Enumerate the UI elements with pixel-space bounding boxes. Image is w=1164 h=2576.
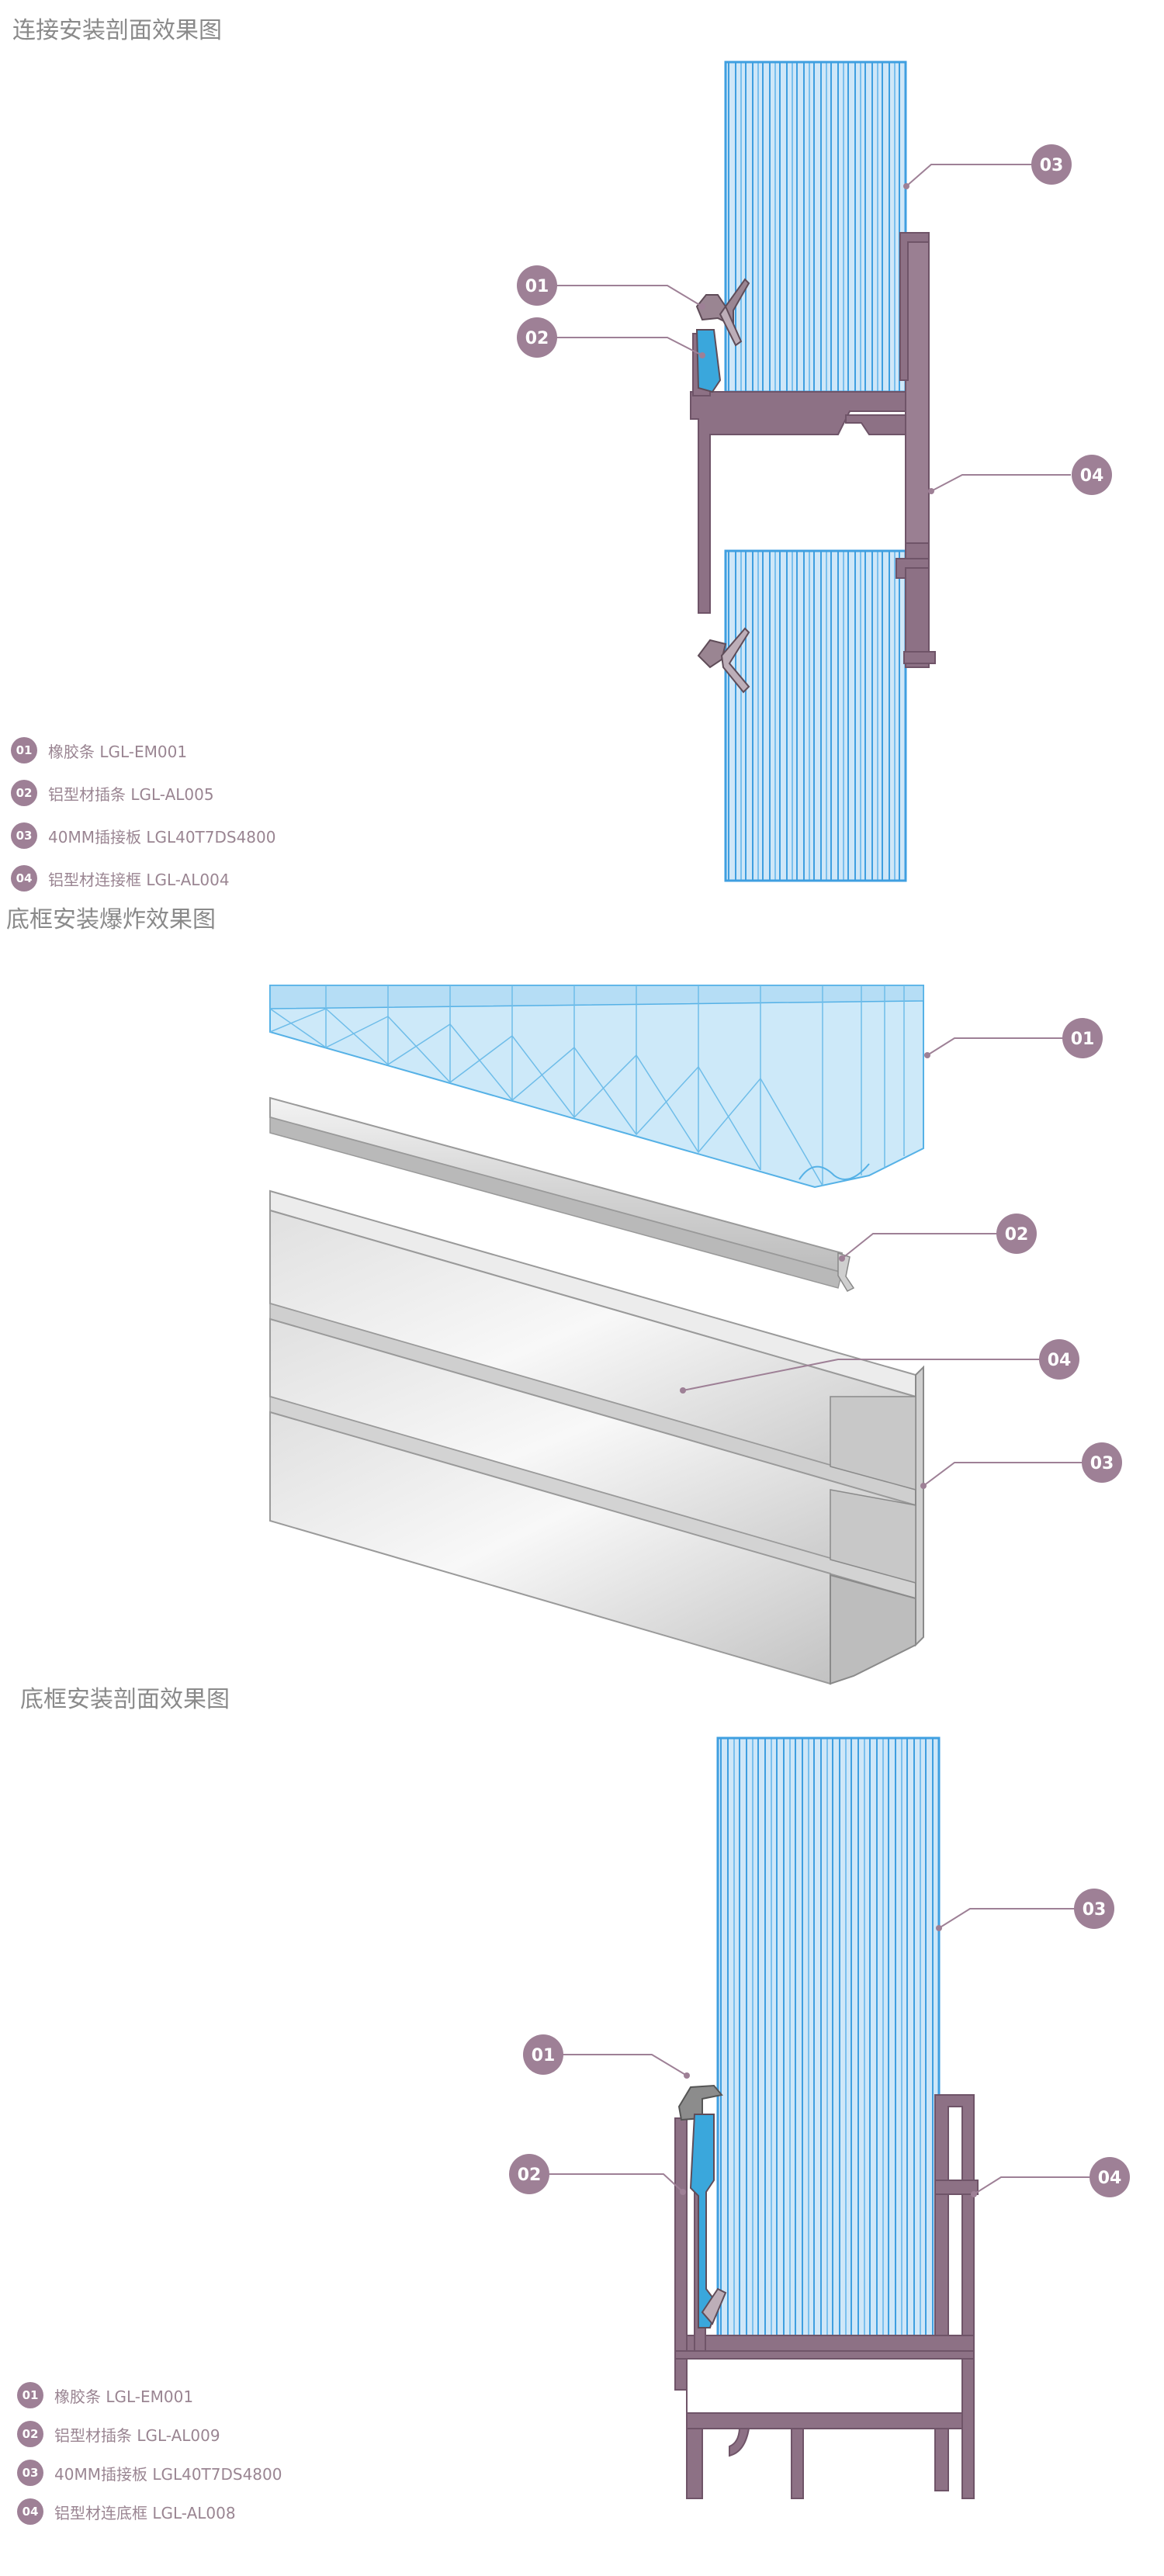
legend-badge: 03 <box>11 822 37 849</box>
legend-item: 02 铝型材插条 LGL-AL005 <box>11 780 276 806</box>
base-frame <box>269 1189 924 1685</box>
section2-diagram: 01 02 04 03 <box>269 985 1122 1685</box>
section3-title: 底框安装剖面效果图 <box>20 1686 230 1713</box>
legend-item: 01 橡胶条 LGL-EM001 <box>11 737 276 763</box>
section2-title: 底框安装爆炸效果图 <box>6 906 216 933</box>
section3-diagram: 03 01 02 04 <box>509 1736 1130 2499</box>
callout-03: 03 <box>920 1442 1122 1489</box>
callout-02: 02 <box>517 317 705 358</box>
legend-item: 01 橡胶条 LGL-EM001 <box>17 2382 282 2408</box>
legend-item: 02 铝型材插条 LGL-AL009 <box>17 2421 282 2447</box>
legend-badge: 03 <box>17 2460 43 2486</box>
legend-item: 04 铝型材连底框 LGL-AL008 <box>17 2498 282 2525</box>
connecting-frame-profile <box>690 232 936 668</box>
panel <box>716 1736 941 2353</box>
callout-label: 01 <box>525 277 549 296</box>
section3-legend: 01 橡胶条 LGL-EM001 02 铝型材插条 LGL-AL009 03 4… <box>17 2382 282 2537</box>
legend-badge: 02 <box>11 780 37 806</box>
panel-upper <box>724 61 907 393</box>
legend-badge: 04 <box>11 865 37 892</box>
legend-text: 铝型材插条 LGL-AL009 <box>54 2425 220 2445</box>
rubber-gasket-upper <box>695 278 750 393</box>
section1-title: 连接安装剖面效果图 <box>12 17 222 44</box>
rubber-gasket <box>677 2084 727 2328</box>
callout-label: 03 <box>1083 1900 1107 1920</box>
section1-diagram: 03 01 02 04 <box>517 61 1112 882</box>
callout-02: 02 <box>839 1214 1037 1262</box>
callout-label: 02 <box>525 329 549 348</box>
legend-badge: 01 <box>11 737 37 763</box>
legend-item: 03 40MM插接板 LGL40T7DS4800 <box>11 822 276 849</box>
base-frame-profile <box>674 2094 979 2499</box>
legend-item: 03 40MM插接板 LGL40T7DS4800 <box>17 2460 282 2486</box>
legend-text: 橡胶条 LGL-EM001 <box>54 2387 194 2406</box>
legend-text: 40MM插接板 LGL40T7DS4800 <box>54 2464 282 2484</box>
legend-badge: 02 <box>17 2421 43 2447</box>
legend-text: 铝型材连接框 LGL-AL004 <box>48 870 230 889</box>
legend-text: 橡胶条 LGL-EM001 <box>48 742 188 761</box>
callout-01: 01 <box>517 265 705 310</box>
legend-text: 40MM插接板 LGL40T7DS4800 <box>48 827 276 847</box>
legend-text: 铝型材插条 LGL-AL005 <box>48 784 214 804</box>
legend-badge: 01 <box>17 2382 43 2408</box>
legend-item: 04 铝型材连接框 LGL-AL004 <box>11 865 276 892</box>
legend-text: 铝型材连底框 LGL-AL008 <box>54 2503 236 2522</box>
callout-label: 02 <box>518 2166 542 2185</box>
callout-label: 04 <box>1098 2169 1122 2188</box>
callout-label: 02 <box>1005 1225 1029 1245</box>
callout-label: 01 <box>1071 1030 1095 1049</box>
exploded-panel <box>269 985 924 1189</box>
panel-lower <box>724 549 907 882</box>
callout-04: 04 <box>928 455 1112 495</box>
legend-badge: 04 <box>17 2498 43 2525</box>
callout-03: 03 <box>903 144 1072 189</box>
callout-label: 03 <box>1090 1454 1114 1473</box>
callout-label: 03 <box>1040 156 1064 175</box>
callout-03: 03 <box>936 1889 1114 1931</box>
callout-02: 02 <box>509 2154 686 2195</box>
callout-label: 04 <box>1080 466 1104 486</box>
callout-label: 01 <box>532 2046 556 2065</box>
insert-strip <box>269 1096 855 1292</box>
callout-label: 04 <box>1048 1351 1072 1370</box>
callout-01: 01 <box>523 2034 690 2079</box>
rubber-gasket-lower <box>697 627 750 694</box>
callout-04: 04 <box>971 2157 1130 2197</box>
callout-04: 04 <box>680 1339 1079 1394</box>
section1-legend: 01 橡胶条 LGL-EM001 02 铝型材插条 LGL-AL005 03 4… <box>11 737 276 908</box>
callout-01: 01 <box>924 1018 1103 1058</box>
